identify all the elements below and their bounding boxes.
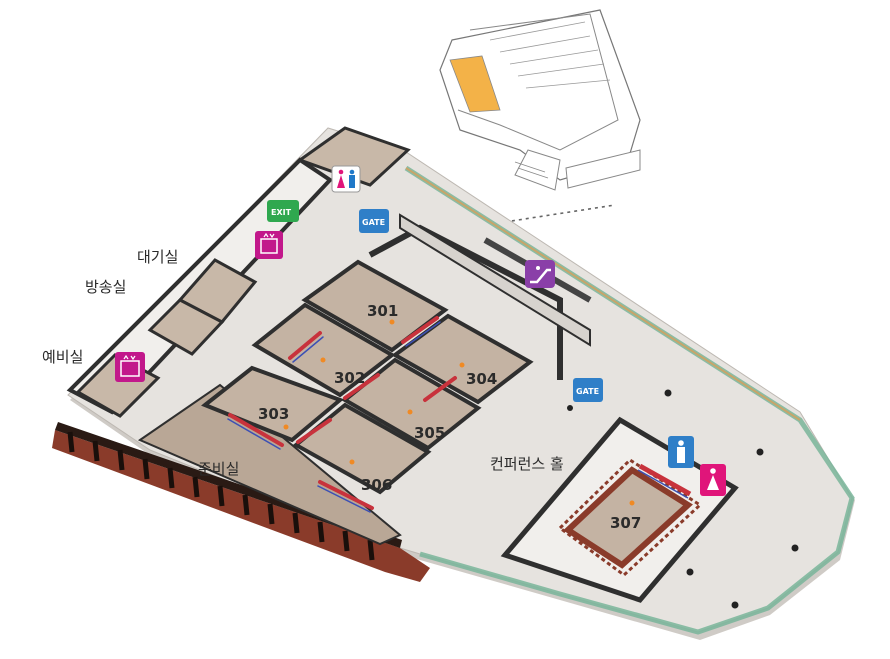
restroom-icon — [331, 165, 361, 193]
exit-sign-icon: EXIT — [267, 200, 299, 222]
label-conference-hall: 컨퍼런스 홀 — [490, 455, 564, 473]
svg-text:GATE: GATE — [362, 218, 385, 227]
room-number-307: 307 — [610, 514, 641, 532]
elevator-icon — [115, 352, 145, 382]
room-302 — [251, 302, 396, 398]
room-303 — [201, 365, 344, 443]
escalator-icon — [525, 260, 555, 288]
building-locator — [439, 9, 641, 223]
room-number-301: 301 — [367, 302, 398, 320]
prep-room — [137, 383, 402, 546]
svg-text:EXIT: EXIT — [271, 208, 292, 217]
broadcast-room — [147, 298, 225, 356]
room-number-303: 303 — [258, 405, 289, 423]
highlighted-floor — [449, 55, 501, 113]
facility-icons: EXIT GATE GATE — [115, 165, 726, 496]
map-labels: 대기실 방송실 예비실 준비실 컨퍼런스 홀 301 302 303 304 3… — [42, 248, 641, 532]
female-restroom-icon — [700, 464, 726, 496]
columns — [567, 389, 799, 609]
room-number-304: 304 — [466, 370, 497, 388]
label-spare-room: 예비실 — [42, 348, 83, 366]
male-restroom-icon — [668, 436, 694, 468]
label-prep-room: 준비실 — [198, 460, 239, 478]
railing-cap — [405, 167, 801, 421]
floor-plan — [52, 126, 855, 640]
gate-sign-icon: GATE — [359, 209, 389, 233]
meeting-rooms — [201, 259, 534, 513]
room-number-302: 302 — [334, 369, 365, 387]
label-waiting-room: 대기실 — [137, 248, 178, 266]
room-number-306: 306 — [361, 476, 392, 494]
label-broadcast-room: 방송실 — [85, 278, 126, 296]
elevator-icon — [255, 231, 283, 259]
room-306 — [292, 402, 432, 495]
back-office-strip — [66, 126, 411, 418]
escalator-well — [399, 213, 591, 347]
room-301 — [301, 259, 449, 353]
gate-sign-icon: GATE — [573, 378, 603, 402]
svg-text:GATE: GATE — [576, 387, 599, 396]
room-number-305: 305 — [414, 424, 445, 442]
glass-railing — [404, 165, 855, 635]
room-307 — [563, 466, 693, 569]
locator-leader-line — [504, 204, 616, 223]
